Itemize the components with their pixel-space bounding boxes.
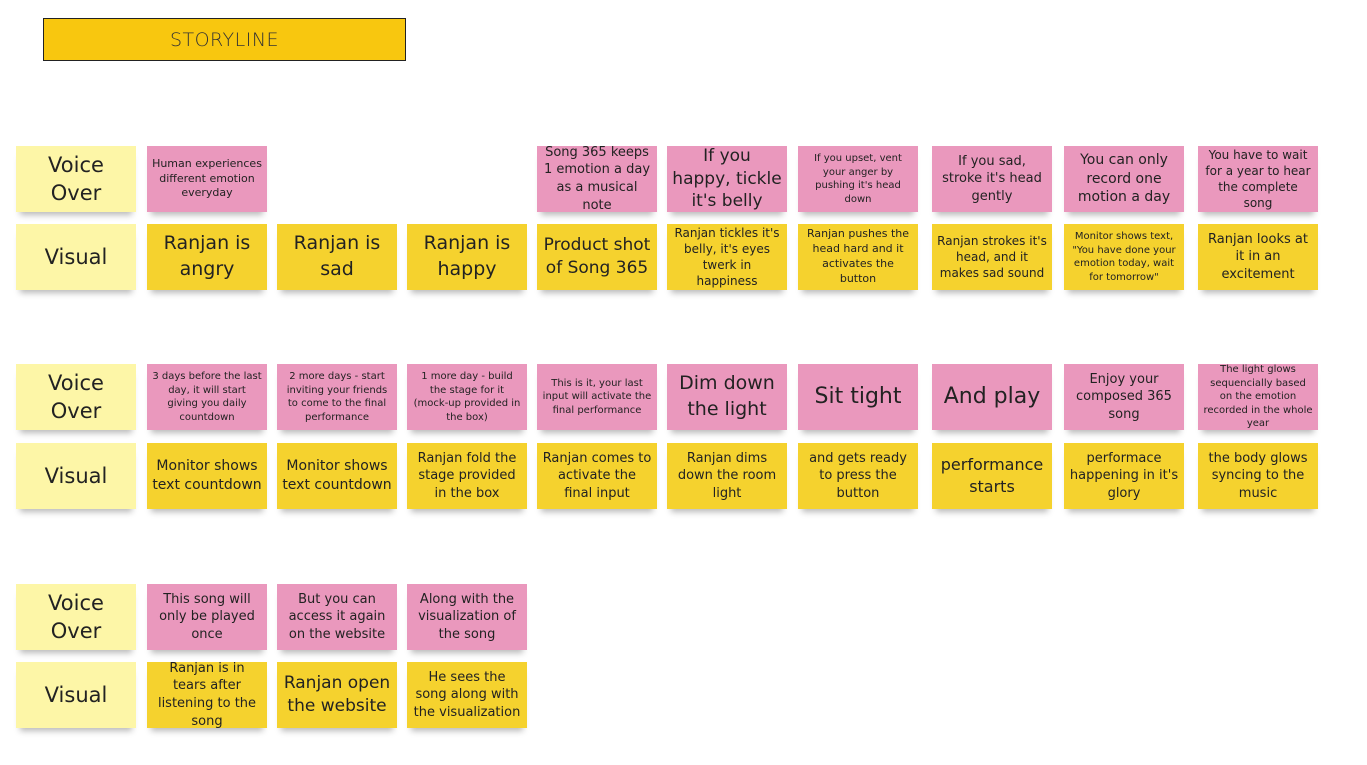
visual-sticky-note[interactable]: Ranjan dims down the room light bbox=[667, 443, 787, 509]
visual-sticky-note[interactable]: Ranjan pushes the head hard and it activ… bbox=[798, 224, 918, 290]
row-label-voice-over[interactable]: Voice Over bbox=[16, 584, 136, 650]
visual-sticky-note[interactable]: Ranjan looks at it in an excitement bbox=[1198, 224, 1318, 290]
visual-sticky-note[interactable]: Ranjan is angry bbox=[147, 224, 267, 290]
voice-over-sticky-note[interactable]: If you happy, tickle it's belly bbox=[667, 146, 787, 212]
voice-over-sticky-note[interactable]: This is it, your last input will activat… bbox=[537, 364, 657, 430]
visual-sticky-note[interactable]: and gets ready to press the button bbox=[798, 443, 918, 509]
visual-sticky-note[interactable]: Ranjan is happy bbox=[407, 224, 527, 290]
voice-over-sticky-note[interactable]: But you can access it again on the websi… bbox=[277, 584, 397, 650]
voice-over-sticky-note[interactable]: The light glows sequencially based on th… bbox=[1198, 364, 1318, 430]
visual-sticky-note[interactable]: Monitor shows text, "You have done your … bbox=[1064, 224, 1184, 290]
visual-sticky-note[interactable]: He sees the song along with the visualiz… bbox=[407, 662, 527, 728]
voice-over-sticky-note[interactable]: Song 365 keeps 1 emotion a day as a musi… bbox=[537, 145, 657, 213]
row-label-visual[interactable]: Visual bbox=[16, 443, 136, 509]
voice-over-sticky-note[interactable]: This song will only be played once bbox=[147, 584, 267, 650]
visual-sticky-note[interactable]: the body glows syncing to the music bbox=[1198, 443, 1318, 509]
voice-over-sticky-note[interactable]: And play bbox=[932, 364, 1052, 430]
visual-sticky-note[interactable]: Monitor shows text countdown bbox=[277, 443, 397, 509]
visual-sticky-note[interactable]: Ranjan strokes it's head, and it makes s… bbox=[932, 224, 1052, 290]
visual-sticky-note[interactable]: Ranjan fold the stage provided in the bo… bbox=[407, 443, 527, 509]
visual-sticky-note[interactable]: Product shot of Song 365 bbox=[537, 224, 657, 290]
voice-over-sticky-note[interactable]: If you upset, vent your anger by pushing… bbox=[798, 146, 918, 212]
row-label-visual[interactable]: Visual bbox=[16, 224, 136, 290]
voice-over-sticky-note[interactable]: You can only record one motion a day bbox=[1064, 146, 1184, 212]
visual-sticky-note[interactable]: performace happening in it's glory bbox=[1064, 443, 1184, 509]
visual-sticky-note[interactable]: Ranjan tickles it's belly, it's eyes twe… bbox=[667, 224, 787, 290]
voice-over-sticky-note[interactable]: Along with the visualization of the song bbox=[407, 584, 527, 650]
visual-sticky-note[interactable]: Ranjan is sad bbox=[277, 224, 397, 290]
voice-over-sticky-note[interactable]: If you sad, stroke it's head gently bbox=[932, 146, 1052, 212]
row-label-voice-over[interactable]: Voice Over bbox=[16, 364, 136, 430]
visual-sticky-note[interactable]: Ranjan open the website bbox=[277, 662, 397, 728]
visual-sticky-note[interactable]: performance starts bbox=[932, 443, 1052, 509]
row-label-voice-over[interactable]: Voice Over bbox=[16, 146, 136, 212]
visual-sticky-note[interactable]: Ranjan is in tears after listening to th… bbox=[147, 661, 267, 729]
voice-over-sticky-note[interactable]: Sit tight bbox=[798, 364, 918, 430]
voice-over-sticky-note[interactable]: 2 more days - start inviting your friend… bbox=[277, 364, 397, 430]
storyline-title[interactable]: STORYLINE bbox=[43, 18, 406, 61]
voice-over-sticky-note[interactable]: 1 more day - build the stage for it (moc… bbox=[407, 364, 527, 430]
voice-over-sticky-note[interactable]: You have to wait for a year to hear the … bbox=[1198, 146, 1318, 212]
visual-sticky-note[interactable]: Ranjan comes to activate the final input bbox=[537, 443, 657, 509]
voice-over-sticky-note[interactable]: 3 days before the last day, it will star… bbox=[147, 364, 267, 430]
voice-over-sticky-note[interactable]: Human experiences different emotion ever… bbox=[147, 146, 267, 212]
visual-sticky-note[interactable]: Monitor shows text countdown bbox=[147, 443, 267, 509]
voice-over-sticky-note[interactable]: Enjoy your composed 365 song bbox=[1064, 364, 1184, 430]
voice-over-sticky-note[interactable]: Dim down the light bbox=[667, 364, 787, 430]
row-label-visual[interactable]: Visual bbox=[16, 662, 136, 728]
